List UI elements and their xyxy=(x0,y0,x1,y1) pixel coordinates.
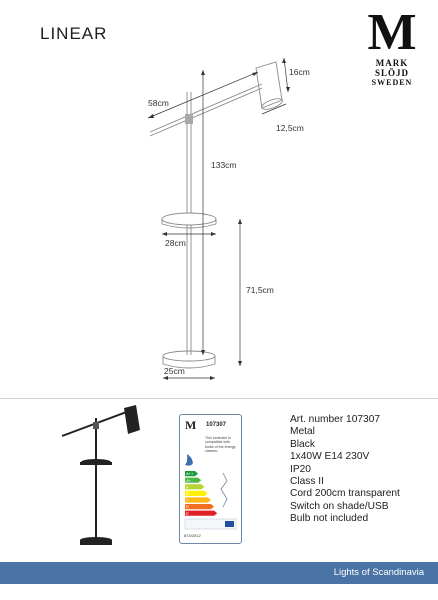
dimension-drawing xyxy=(147,57,290,380)
energy-class-bar xyxy=(185,471,198,477)
energy-class-bar xyxy=(185,477,202,483)
brand-line-2: SLÖJD xyxy=(374,68,409,78)
spec-line: Art. number 107307 xyxy=(290,414,381,425)
lamp-table-top xyxy=(161,212,217,226)
product-photo xyxy=(61,405,140,545)
spec-line: 1x40W E14 230V xyxy=(290,451,370,463)
lamp-arm-joint xyxy=(185,114,193,124)
energy-class-label: E xyxy=(186,511,189,516)
energy-label-art-number: 107307 xyxy=(206,422,227,428)
energy-class-bar xyxy=(185,510,218,516)
energy-label-logo: M xyxy=(185,418,197,432)
spec-line: Black xyxy=(290,438,315,450)
brand-line-1: MARK xyxy=(375,58,409,68)
dim-total-height: 133cm xyxy=(211,160,237,170)
spec-line: Switch on shade/USB xyxy=(290,500,389,512)
footer-tagline: Lights of Scandinavia xyxy=(333,567,424,578)
dim-table-diameter: 28cm xyxy=(165,238,186,248)
spec-line: Metal xyxy=(290,426,315,438)
energy-class-label: A++ xyxy=(186,471,194,476)
energy-label-regulation: 874/2012 xyxy=(184,533,201,538)
spec-line: IP20 xyxy=(290,463,311,475)
spec-line: Bulb not included xyxy=(290,513,369,525)
energy-label: M 107307 This luminaire is compatible wi… xyxy=(179,414,242,544)
lamp-base xyxy=(162,350,216,362)
brand-logo: M MARK SLÖJD SWEDEN xyxy=(364,4,420,88)
energy-class-bar xyxy=(185,484,205,490)
dim-base-diameter: 25cm xyxy=(164,366,185,376)
energy-class-bar xyxy=(185,504,214,510)
energy-class-bar xyxy=(185,490,208,496)
class-range-bracket xyxy=(220,472,228,508)
dim-table-height: 71,5cm xyxy=(246,285,274,295)
dim-line-shade-diameter xyxy=(261,103,287,115)
energy-class-label: C xyxy=(186,498,189,503)
dim-shade-diameter: 12,5cm xyxy=(276,123,304,133)
energy-class-label: A+ xyxy=(186,478,192,483)
spec-line: Class II xyxy=(290,476,324,488)
energy-class-bar xyxy=(185,497,211,503)
brand-mark: M xyxy=(367,4,417,61)
lamp-arm xyxy=(149,83,263,133)
dim-arm-length: 58cm xyxy=(148,98,169,108)
lamp-pictogram-icon xyxy=(185,454,193,466)
spec-line: Cord 200cm transparent xyxy=(290,488,400,500)
dim-shade-height: 16cm xyxy=(289,67,310,77)
spec-list: Art. number 107307 Metal Black 1x40W E14… xyxy=(290,414,400,526)
product-title: LINEAR xyxy=(40,24,108,43)
eu-flag-icon xyxy=(225,521,234,527)
energy-class-label: B xyxy=(186,491,189,496)
energy-class-label: D xyxy=(186,504,189,509)
energy-label-note: This luminaire is compatible with bulbs … xyxy=(205,436,236,453)
dim-line-shade-height xyxy=(283,57,289,93)
section-divider xyxy=(0,398,438,399)
brand-line-3: SWEDEN xyxy=(371,78,413,87)
energy-class-label: A xyxy=(186,484,189,489)
footer-bar: Lights of Scandinavia xyxy=(0,562,438,584)
